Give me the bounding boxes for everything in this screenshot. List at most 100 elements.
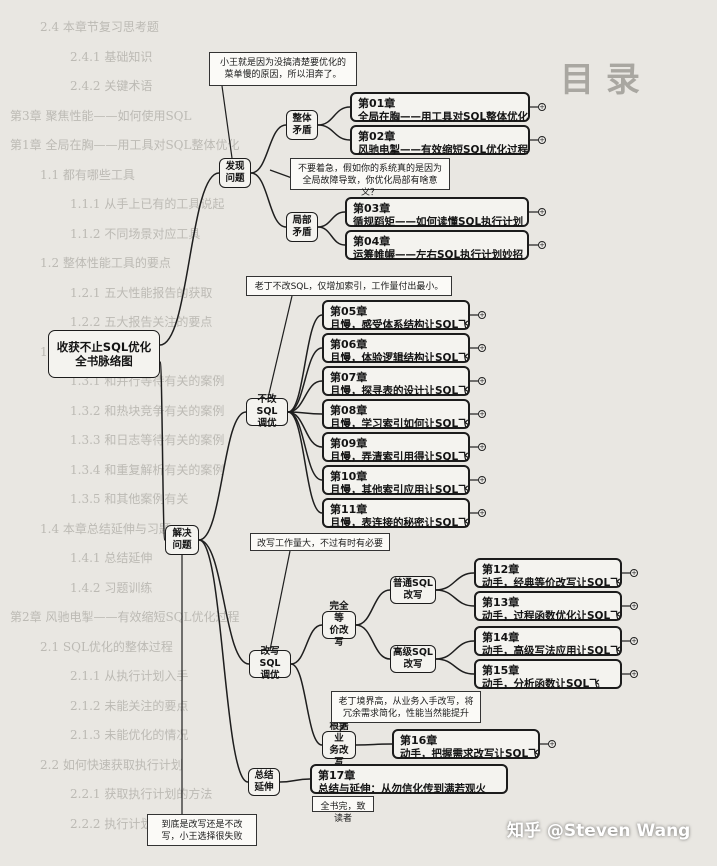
chapter-02-title: 风驰电掣——有效缩短SQL优化过程 <box>358 143 529 156</box>
background-line: 1.4.1 总结延伸 <box>70 551 153 565</box>
connector-norewrite-ch6 <box>287 347 323 413</box>
chapter-10-title: 且慢，其他索引应用让SQL飞 <box>330 483 469 496</box>
subcategory-summary-line1: 总结 <box>254 770 274 782</box>
connector-root-discover <box>159 172 220 346</box>
chapter-15-num: 第15章 <box>482 664 520 677</box>
background-line: 2.1.3 未能优化的情况 <box>70 728 189 742</box>
chapter-11-title: 且慢，表连接的秘密让SQL飞 <box>330 516 469 529</box>
background-line: 2.1 SQL优化的整体过程 <box>40 639 173 654</box>
connector-rewrite-equivalent <box>290 624 323 665</box>
category-discover-line2: 问题 <box>225 173 245 184</box>
connector-note-5 <box>339 722 346 732</box>
chapter-13[interactable]: 第13章动手，过程函数优化让SQL飞 <box>474 591 622 622</box>
chapter-12-num: 第12章 <box>482 563 520 576</box>
chapter-11[interactable]: 第11章且慢，表连接的秘密让SQL飞 <box>322 498 470 529</box>
chapter-01[interactable]: 第01章全局在胸——用工具对SQL整体优化 <box>350 92 530 123</box>
background-line: 第3章 聚焦性能——如何使用SQL <box>10 108 192 123</box>
background-line: 1.3.4 和重复解析有关的案例 <box>70 462 225 477</box>
subcategory-summary-line2: 延伸 <box>254 782 274 793</box>
plus-circle-icon[interactable]: + <box>538 241 546 249</box>
connector-note-1 <box>221 85 233 159</box>
connector-equivalent-advanced <box>355 624 391 660</box>
connector-whole-ch02 <box>317 124 351 141</box>
chapter-17[interactable]: 第17章总结与延伸：从勿信化传到满若观火 <box>310 764 508 795</box>
subcategory-rewrite-line2: 调优 <box>260 669 280 681</box>
chapter-04-title: 运筹帷幄——左右SQL执行计划妙招 <box>353 248 524 261</box>
background-line: 2.4.1 基础知识 <box>70 49 153 64</box>
plus-circle-icon[interactable]: + <box>548 740 556 748</box>
subcategory-normal-sql-line2: 改写 <box>403 590 423 601</box>
category-solve: 解决问题 <box>165 525 199 555</box>
chapter-17-title: 总结与延伸：从勿信化传到满若观火 <box>318 782 486 795</box>
chapter-13-title: 动手，过程函数优化让SQL飞 <box>482 609 621 622</box>
plus-circle-icon[interactable]: + <box>630 602 638 610</box>
plus-circle-icon[interactable]: + <box>478 509 486 517</box>
subcategory-partial-line1: 局部 <box>292 215 312 227</box>
subcategory-advanced-sql-line2: 改写 <box>403 659 423 670</box>
chapter-12[interactable]: 第12章动手，经典等价改写让SQL飞 <box>474 558 622 589</box>
chapter-10[interactable]: 第10章且慢，其他索引应用让SQL飞 <box>322 465 470 496</box>
plus-circle-icon[interactable]: + <box>478 476 486 484</box>
connector-normal-ch12 <box>435 572 475 591</box>
chapter-04-num: 第04章 <box>353 235 391 248</box>
background-line: 2.1.2 未能关注的要点 <box>70 698 189 713</box>
background-line: 2.4 本章节复习思考题 <box>40 20 159 34</box>
chapter-01-num: 第01章 <box>358 97 396 110</box>
chapter-09-num: 第09章 <box>330 437 368 450</box>
plus-circle-icon[interactable]: + <box>538 208 546 216</box>
subcategory-normal-sql-line1: 普通SQL <box>393 578 433 590</box>
chapter-03[interactable]: 第03章循规蹈矩——如何读懂SQL执行计划 <box>345 197 529 228</box>
chapter-05-title: 且慢，感受体系结构让SQL飞 <box>330 318 469 331</box>
chapter-08[interactable]: 第08章且慢，学习索引如何让SQL飞 <box>322 399 470 430</box>
chapter-09[interactable]: 第09章且慢，弄清索引用得让SQL飞 <box>322 432 470 463</box>
plus-circle-icon[interactable]: + <box>478 377 486 385</box>
root-node: 收获不止SQL优化全书脉络图 <box>48 330 160 378</box>
background-line: 1.3.3 和日志等待有关的案例 <box>70 433 225 447</box>
background-line: 2.1.1 从执行计划入手 <box>70 669 189 683</box>
chapter-05[interactable]: 第05章且慢，感受体系结构让SQL飞 <box>322 300 470 331</box>
chapter-03-num: 第03章 <box>353 202 391 215</box>
chapter-07-title: 且慢，探寻表的设计让SQL飞 <box>330 384 469 397</box>
subcategory-no-rewrite-line1: 不改SQL <box>256 394 278 418</box>
background-line: 1.3.2 和热块竞争有关的案例 <box>70 403 225 418</box>
chapter-04[interactable]: 第04章运筹帷幄——左右SQL执行计划妙招 <box>345 230 529 261</box>
chapter-15[interactable]: 第15章动手，分析函数让SQL飞 <box>474 659 622 690</box>
chapter-02[interactable]: 第02章风驰电掣——有效缩短SQL优化过程 <box>350 125 530 156</box>
subcategory-business-line1: 根据业 <box>329 721 349 745</box>
root-subtitle: 全书脉络图 <box>75 354 133 368</box>
plus-circle-icon[interactable]: + <box>478 410 486 418</box>
background-line: 2.4.2 关键术语 <box>70 79 153 93</box>
connector-root-solve <box>159 361 166 541</box>
chapter-05-num: 第05章 <box>330 305 368 318</box>
chapter-06[interactable]: 第06章且慢，体验逻辑结构让SQL飞 <box>322 333 470 364</box>
plus-circle-icon[interactable]: + <box>630 569 638 577</box>
chapter-10-num: 第10章 <box>330 470 368 483</box>
background-line: 2.2 如何快速获取执行计划 <box>40 757 183 772</box>
chapter-16[interactable]: 第16章动手，把握需求改写让SQL飞 <box>392 729 540 760</box>
chapter-17-num: 第17章 <box>318 769 356 782</box>
category-discover: 发现问题 <box>219 158 251 188</box>
note-book-end: 全书完，致读者 <box>312 796 374 824</box>
subcategory-equivalent-line2: 价改写 <box>329 625 349 648</box>
plus-circle-icon[interactable]: + <box>538 136 546 144</box>
plus-circle-icon[interactable]: + <box>478 443 486 451</box>
connector-partial-ch04 <box>317 226 346 246</box>
plus-circle-icon[interactable]: + <box>478 344 486 352</box>
connector-business-ch16 <box>355 743 393 746</box>
subcategory-rewrite-line1: 改写SQL <box>259 646 281 670</box>
connector-solve-norewrite <box>198 411 247 541</box>
plus-circle-icon[interactable]: + <box>630 670 638 678</box>
connector-note-2 <box>269 169 293 179</box>
plus-circle-icon[interactable]: + <box>478 311 486 319</box>
chapter-14[interactable]: 第14章动手，高级写法应用让SQL飞 <box>474 626 622 657</box>
plus-circle-icon[interactable]: + <box>630 637 638 645</box>
chapter-07[interactable]: 第07章且慢，探寻表的设计让SQL飞 <box>322 366 470 397</box>
connector-rewrite-business <box>290 663 323 746</box>
background-line: 1.4 本章总结延伸与习题 <box>40 521 171 536</box>
connector-norewrite-ch5 <box>287 314 323 413</box>
plus-circle-icon[interactable]: + <box>538 103 546 111</box>
